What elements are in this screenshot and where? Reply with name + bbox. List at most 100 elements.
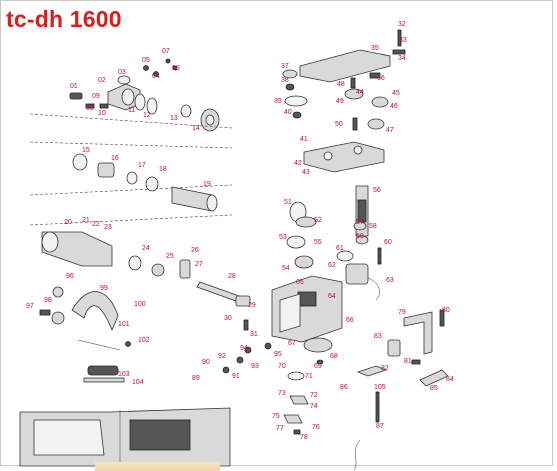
part-label-29: 29 bbox=[248, 302, 256, 309]
part-label-50: 50 bbox=[335, 121, 343, 128]
part-label-92: 92 bbox=[218, 353, 226, 360]
part-label-97: 97 bbox=[26, 303, 34, 310]
part-label-11: 11 bbox=[128, 107, 135, 114]
part-label-76: 76 bbox=[312, 424, 320, 431]
part-label-41: 41 bbox=[300, 136, 308, 143]
part-44-gear bbox=[344, 88, 364, 100]
part-label-54: 54 bbox=[282, 265, 290, 272]
part-19-barrel bbox=[171, 186, 218, 212]
part-01-screw bbox=[69, 92, 83, 100]
part-05-07-small-parts bbox=[143, 58, 178, 77]
part-label-04: 04 bbox=[152, 73, 160, 80]
part-60-screw bbox=[377, 247, 382, 265]
part-label-39: 39 bbox=[274, 98, 282, 105]
part-label-104: 104 bbox=[132, 379, 144, 386]
part-label-32: 32 bbox=[398, 21, 406, 28]
part-17-18-rings bbox=[126, 171, 159, 192]
part-label-52: 52 bbox=[314, 217, 322, 224]
part-label-89: 89 bbox=[192, 375, 200, 382]
part-45-47-gears bbox=[367, 96, 389, 130]
part-label-33: 33 bbox=[399, 37, 407, 44]
part-label-34: 34 bbox=[398, 55, 406, 62]
part-label-05: 05 bbox=[142, 57, 150, 64]
part-label-36: 36 bbox=[377, 75, 385, 82]
part-99-101-side-handle bbox=[71, 291, 121, 351]
assembly-guide-line bbox=[29, 214, 233, 226]
part-70-74-cord-parts bbox=[287, 371, 309, 405]
part-label-27: 27 bbox=[195, 261, 203, 268]
assembly-guide-line bbox=[29, 113, 233, 129]
part-label-95: 95 bbox=[274, 351, 282, 358]
part-label-96: 96 bbox=[66, 273, 74, 280]
part-label-30: 30 bbox=[224, 315, 232, 322]
part-03-ring bbox=[117, 75, 131, 85]
part-label-20: 20 bbox=[64, 219, 72, 226]
part-label-65: 65 bbox=[296, 279, 304, 286]
part-label-43: 43 bbox=[302, 169, 310, 176]
part-26-27-bolt bbox=[179, 259, 191, 279]
part-35-top-cover bbox=[299, 49, 391, 83]
part-label-71: 71 bbox=[305, 373, 313, 380]
part-103-104-grip bbox=[83, 365, 125, 383]
part-label-73: 73 bbox=[278, 390, 286, 397]
part-label-14: 14 bbox=[192, 125, 200, 132]
part-label-48: 48 bbox=[337, 81, 345, 88]
part-89-95-screws bbox=[222, 342, 272, 374]
part-36-clip bbox=[369, 72, 381, 79]
part-label-61: 61 bbox=[336, 245, 344, 252]
part-label-67: 67 bbox=[288, 340, 296, 347]
part-label-105: 105 bbox=[374, 384, 386, 391]
part-label-99: 99 bbox=[100, 285, 108, 292]
part-label-26: 26 bbox=[191, 247, 199, 254]
part-label-70: 70 bbox=[278, 363, 286, 370]
part-86-87-cord bbox=[353, 365, 388, 471]
assembly-guide-line bbox=[29, 184, 233, 196]
part-label-38: 38 bbox=[281, 77, 289, 84]
part-32-34-screws bbox=[392, 29, 406, 55]
part-label-40: 40 bbox=[284, 109, 292, 116]
part-41-43-gasket-plate bbox=[303, 141, 385, 173]
part-label-94: 94 bbox=[240, 345, 248, 352]
part-label-16: 16 bbox=[111, 155, 119, 162]
part-label-62: 62 bbox=[328, 262, 336, 269]
part-label-02: 02 bbox=[98, 77, 106, 84]
part-label-23: 23 bbox=[104, 224, 112, 231]
part-15-piston bbox=[72, 153, 88, 171]
part-label-60: 60 bbox=[384, 239, 392, 246]
part-label-10: 10 bbox=[98, 110, 106, 117]
part-label-37: 37 bbox=[281, 63, 289, 70]
part-79-80-bracket bbox=[403, 309, 445, 355]
part-label-69: 69 bbox=[314, 363, 322, 370]
part-label-68: 68 bbox=[330, 353, 338, 360]
part-label-83: 83 bbox=[374, 333, 382, 340]
part-label-25: 25 bbox=[166, 253, 174, 260]
part-label-31: 31 bbox=[250, 331, 258, 338]
part-24-25-rings bbox=[128, 255, 165, 277]
part-label-08: 08 bbox=[86, 105, 94, 112]
part-label-79: 79 bbox=[398, 309, 406, 316]
part-11-12-rings bbox=[134, 93, 158, 115]
part-label-72: 72 bbox=[310, 392, 318, 399]
part-label-84: 84 bbox=[446, 376, 454, 383]
part-label-18: 18 bbox=[159, 166, 167, 173]
part-label-01: 01 bbox=[70, 83, 78, 90]
tool-body-partial bbox=[19, 407, 231, 467]
part-label-42: 42 bbox=[294, 160, 302, 167]
part-label-58: 58 bbox=[369, 223, 377, 230]
part-label-44: 44 bbox=[356, 89, 364, 96]
part-102-screw bbox=[125, 341, 131, 347]
part-label-82: 82 bbox=[381, 365, 389, 372]
part-label-03: 03 bbox=[118, 69, 126, 76]
part-label-87: 87 bbox=[376, 423, 384, 430]
part-label-90: 90 bbox=[202, 359, 210, 366]
part-label-51: 51 bbox=[284, 199, 292, 206]
part-39-40-washer bbox=[284, 95, 308, 119]
part-label-49: 49 bbox=[336, 98, 344, 105]
part-label-06: 06 bbox=[172, 65, 180, 72]
part-label-22: 22 bbox=[92, 221, 100, 228]
diagram-title: tc-dh 1600 bbox=[6, 6, 122, 32]
part-label-100: 100 bbox=[134, 301, 146, 308]
